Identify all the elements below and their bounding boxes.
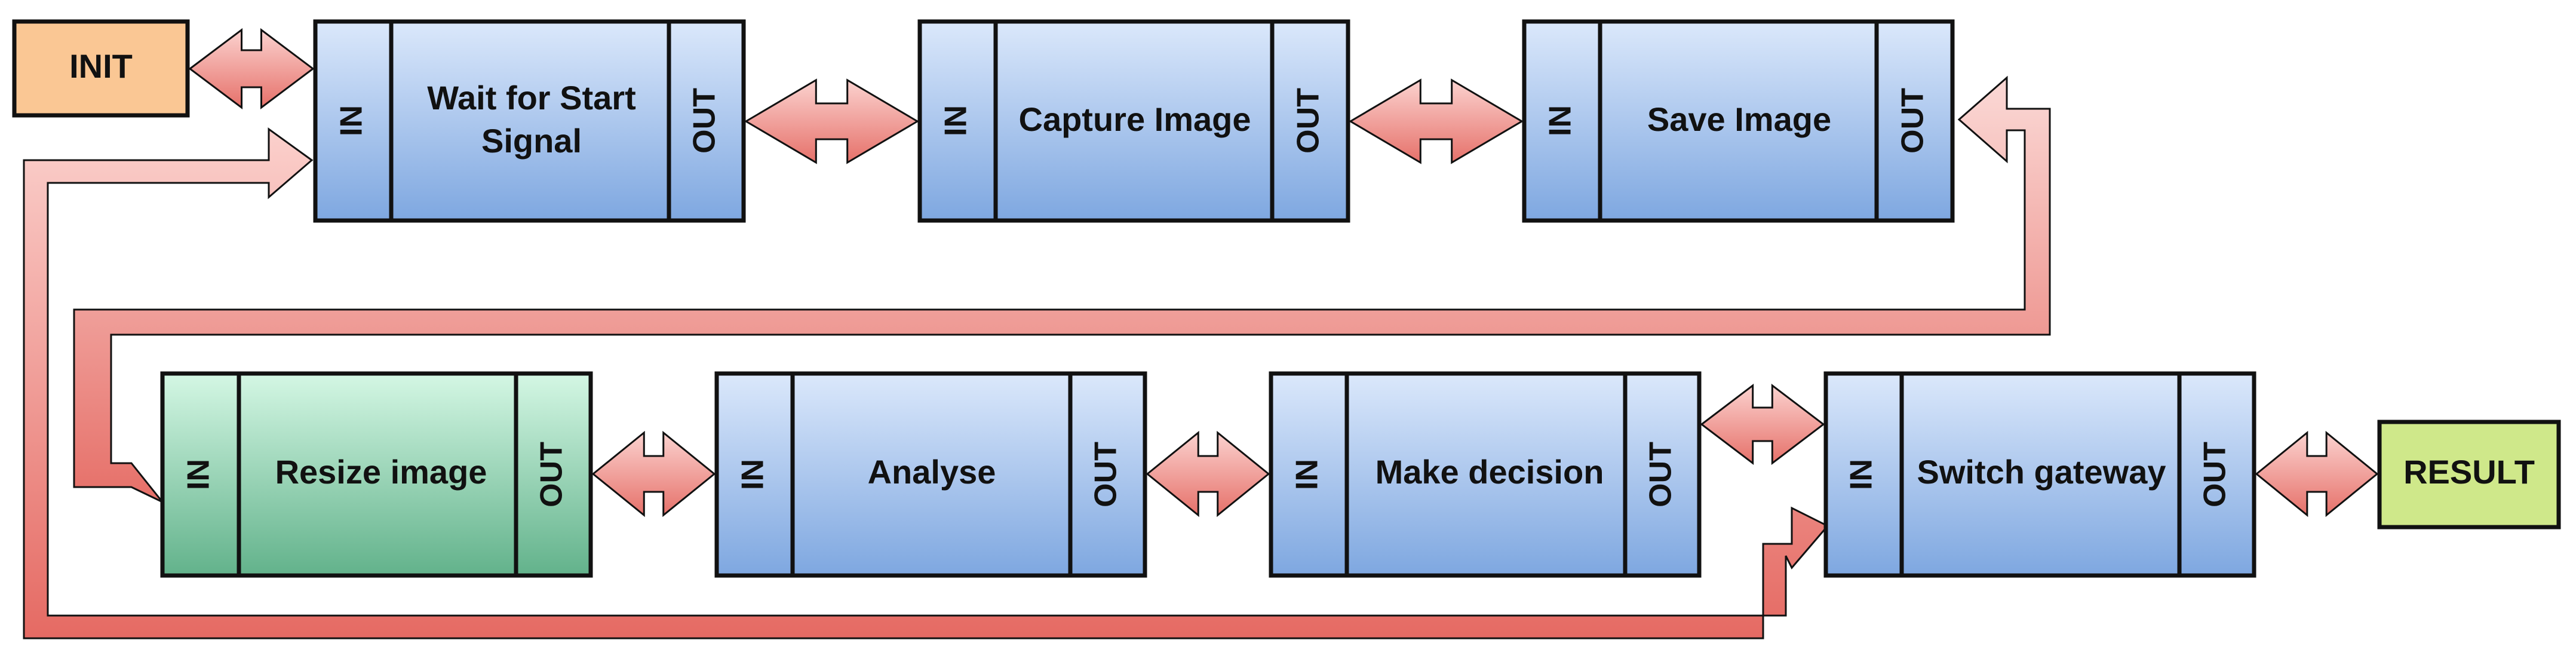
in-port-label: IN [939,105,974,136]
stage-resize-image: IN OUT Resize image [160,371,593,578]
stage-wait-for-start-signal: IN OUT Wait for Start Signal [313,19,746,223]
result-label: RESULT [2403,453,2535,491]
out-port-label: OUT [1089,442,1123,507]
result-terminal: RESULT [2377,420,2561,530]
stage-label-line-1: Wait for Start [427,79,635,117]
in-port-label: IN [1290,459,1325,490]
arrow-init-wait [188,27,315,110]
arrow-analyse-decide [1146,430,1270,518]
out-port-label: OUT [2198,442,2233,507]
stage-make-decision: IN OUT Make decision [1269,371,1702,578]
stage-label: Analyse [868,453,996,491]
out-port-label: OUT [1896,88,1930,154]
in-port-label: IN [1844,459,1879,490]
arrow-resize-analyse [591,430,716,518]
loop-arrow-switch-to-wait [23,127,1829,639]
stage-label: Make decision [1375,453,1604,491]
out-port-label: OUT [1644,442,1678,507]
stage-label: Resize image [275,453,487,491]
stage-switch-gateway: IN OUT Switch gateway [1823,371,2256,578]
init-terminal: INIT [12,19,190,118]
in-port-label: IN [736,459,770,490]
init-label: INIT [69,47,133,85]
arrow-capture-save [1349,78,1524,164]
stage-label: Save Image [1647,100,1831,138]
out-port-label: OUT [1291,88,1326,154]
in-port-label: IN [1543,105,1578,136]
out-port-label: OUT [687,88,722,154]
arrow-switch-result [2255,430,2379,518]
stage-capture-image: IN OUT Capture Image [917,19,1350,223]
out-port-label: OUT [535,442,569,507]
arrow-decide-switch [1700,383,1825,466]
in-port-label: IN [182,459,216,490]
stage-label: Capture Image [1019,100,1251,138]
arrow-wait-capture [744,78,919,164]
stage-save-image: IN OUT Save Image [1522,19,1955,223]
stage-label-line-2: Signal [481,122,582,160]
stage-label: Switch gateway [1917,453,2166,491]
in-port-label: IN [334,105,369,136]
stage-analyse: IN OUT Analyse [714,371,1147,578]
